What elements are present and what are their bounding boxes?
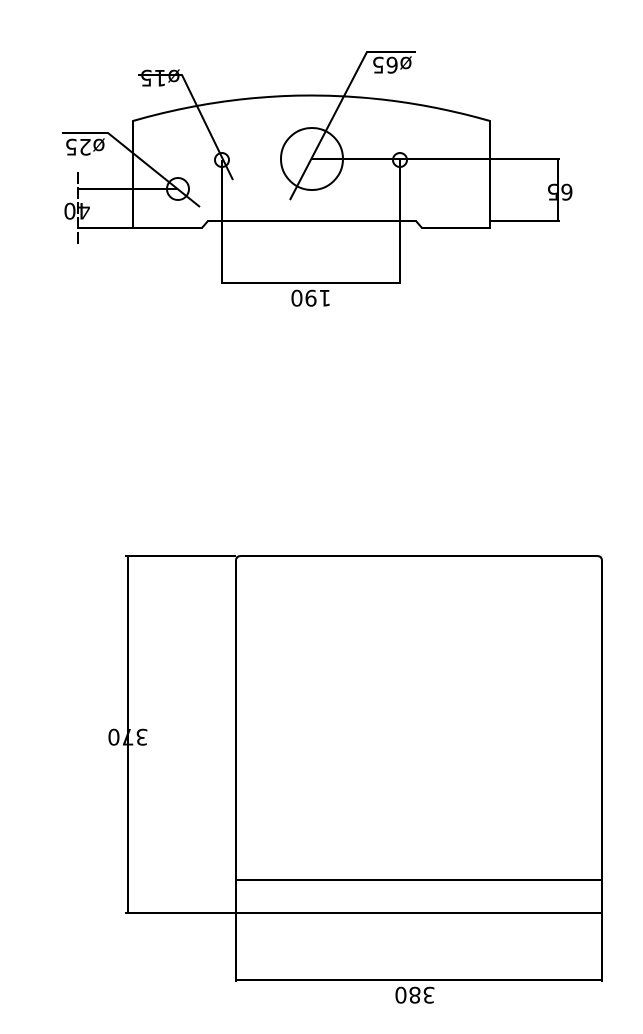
- leader-waste: [62, 132, 201, 208]
- basin-outline: [132, 94, 491, 229]
- dim-380-lines: [235, 913, 603, 982]
- label-dim-40: 40: [63, 197, 91, 222]
- dim-370-lines: [125, 555, 236, 914]
- dim-65-lines: [312, 158, 560, 222]
- dim-40-lines: [78, 188, 178, 229]
- label-dim-190: 190: [290, 284, 332, 309]
- label-large-hole: ø65: [371, 51, 412, 76]
- leader-small: [138, 74, 234, 181]
- dim-190-lines: [221, 160, 401, 284]
- label-small-hole: ø15: [139, 64, 180, 89]
- label-dim-380: 380: [394, 981, 436, 1006]
- leader-large: [289, 51, 416, 201]
- label-dim-65: 65: [546, 178, 574, 203]
- top-view: ø25 ø15 ø65 65 40 190: [62, 51, 574, 309]
- label-dim-370: 370: [107, 723, 149, 748]
- label-waste: ø25: [64, 133, 105, 158]
- side-view: 370 380: [107, 555, 603, 1006]
- side-outline: [235, 555, 603, 914]
